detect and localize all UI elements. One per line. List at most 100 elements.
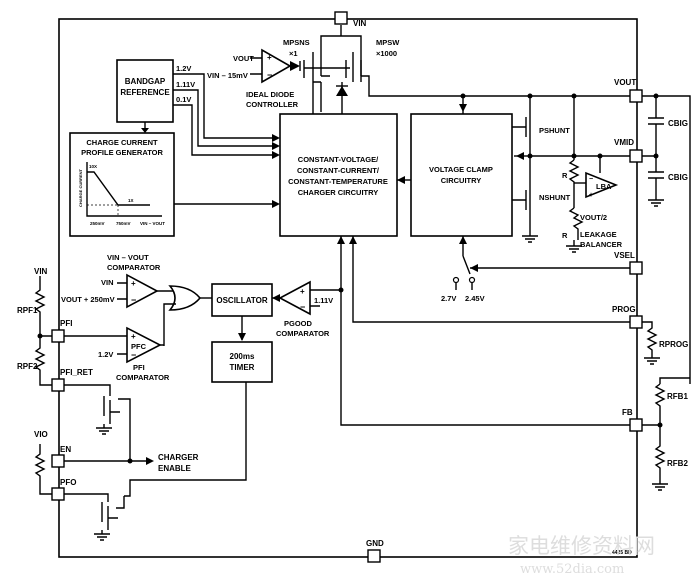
label-lba-ref: VOUT/2 (580, 213, 607, 222)
label-mpsns: MPSNS (283, 38, 310, 47)
vsel-contact-a (452, 276, 460, 284)
clamp-line1: VOLTAGE CLAMP (429, 165, 493, 174)
label-mpsw-ratio: ×1000 (376, 49, 397, 58)
pin-prog (629, 315, 643, 329)
svg-text:+: + (589, 192, 593, 199)
label-pfi-pin: PFI (60, 319, 72, 328)
vin-vout-minus: VOUT + 250mV (61, 295, 115, 304)
lba-label-1: LEAKAGE (580, 230, 617, 239)
bandgap-line1: BANDGAP (125, 77, 166, 86)
svg-text:−: − (589, 176, 593, 183)
label-pfc: PFC (131, 342, 147, 351)
watermark-url: www.52dia.com (520, 562, 624, 576)
pin-gnd (367, 549, 381, 563)
label-en-pin: EN (60, 445, 71, 454)
ref-1v2: 1.2V (176, 64, 191, 73)
bandgap-line2: REFERENCE (120, 88, 170, 97)
label-rfb2: RFB2 (667, 459, 688, 468)
graph-y-tick: 10X (89, 164, 97, 169)
pin-vsel (629, 261, 643, 275)
pin-vin (334, 11, 348, 25)
label-diode-minus-in: VIN – 15mV (207, 71, 248, 80)
profile-line1: CHARGE CURRENT (86, 138, 158, 147)
label-nshunt: NSHUNT (539, 193, 571, 202)
vio-pullup (34, 444, 52, 495)
pin-en (51, 454, 65, 468)
label-rpf2: RPF2 (17, 362, 38, 371)
label-vin-pin: VIN (353, 19, 367, 28)
charger-enable-2: ENABLE (158, 464, 192, 473)
or-gate (168, 285, 202, 311)
label-cbig1: CBIG (668, 119, 688, 128)
shunt-fets (512, 93, 552, 230)
label-lba: LBA (596, 182, 612, 191)
cbig-caps (642, 93, 691, 378)
ref-0v1: 0.1V (176, 95, 191, 104)
ref-1v11: 1.11V (176, 80, 195, 89)
vsel-opt-b: 2.45V (465, 294, 485, 303)
label-vout-pin: VOUT (614, 78, 636, 87)
svg-text:+: + (300, 287, 305, 296)
svg-text:+: + (131, 279, 136, 288)
diode-icon (290, 61, 300, 71)
svg-text:−: − (131, 295, 136, 305)
watermark: 家电维修资料网 (508, 534, 655, 558)
svg-text:+: + (131, 332, 136, 341)
charger-line3: CONSTANT-TEMPERATURE (288, 177, 388, 186)
ic-boundary (58, 18, 638, 558)
timer-block (211, 341, 273, 383)
pin-vout (629, 89, 643, 103)
charger-enable-1: CHARGER (158, 453, 199, 462)
label-rprog: RPROG (659, 340, 688, 349)
figure-id: 4425 BD (612, 550, 632, 556)
pfi-divider (34, 276, 52, 386)
lba-label-2: BALANCER (580, 240, 623, 249)
body-diode-icon (336, 86, 348, 96)
timer-line2: TIMER (230, 363, 255, 372)
label-r-bot: R (562, 231, 568, 240)
label-rfb1: RFB1 (667, 392, 688, 401)
svg-text:−: − (300, 302, 305, 312)
charger-line2: CONSTANT-CURRENT/ (297, 166, 380, 175)
vsel-opt-a: 2.7V (441, 294, 456, 303)
pgood-comparator (278, 280, 311, 316)
pgood-label-1: PGOOD (284, 319, 313, 328)
label-rpf1: RPF1 (17, 306, 38, 315)
timer-line1: 200ms (230, 352, 255, 361)
label-diode-plus-in: VOUT (233, 54, 254, 63)
vin-vout-label-2: COMPARATOR (107, 263, 161, 272)
label-fb-pin: FB (622, 408, 633, 417)
ideal-diode-amp (261, 48, 292, 84)
vin-vout-comparator (126, 273, 159, 309)
label-r-top: R (562, 171, 568, 180)
label-mpsw: MPSW (376, 38, 400, 47)
profile-line2: PROFILE GENERATOR (81, 148, 163, 157)
pin-fb (629, 418, 643, 432)
label-vsel-pin: VSEL (614, 251, 635, 260)
pgood-ref: 1.11V (314, 296, 333, 305)
vsel-contact-b (468, 276, 476, 284)
profile-graph: 10X 1X CHARGE CURRENT 250mV 750mV VIN – … (78, 162, 165, 226)
pgood-label-2: COMPARATOR (276, 329, 330, 338)
clamp-line2: CIRCUITRY (441, 176, 482, 185)
svg-text:−: − (131, 350, 136, 360)
power-path (250, 25, 630, 114)
leakage-balancer (552, 93, 630, 253)
label-gnd-pin: GND (366, 539, 384, 548)
label-prog-pin: PROG (612, 305, 636, 314)
graph-x-axis: VIN – VOUT (140, 221, 165, 226)
pin-pfi-ret (51, 378, 65, 392)
label-vin-ext: VIN (34, 267, 48, 276)
label-pfi-ret-pin: PFI_RET (60, 368, 93, 377)
label-vio: VIO (34, 430, 48, 439)
svg-text:−: − (267, 70, 272, 80)
voltage-clamp-block (410, 113, 513, 237)
graph-x-tick-2: 750mV (116, 221, 131, 226)
pfi-comp-label-2: COMPARATOR (116, 373, 170, 382)
oscillator-block (211, 283, 273, 317)
graph-level: 1X (128, 198, 134, 203)
pfc-comparator (126, 326, 162, 364)
label-mpsns-ratio: ×1 (289, 49, 298, 58)
label-pfo-pin: PFO (60, 478, 76, 487)
